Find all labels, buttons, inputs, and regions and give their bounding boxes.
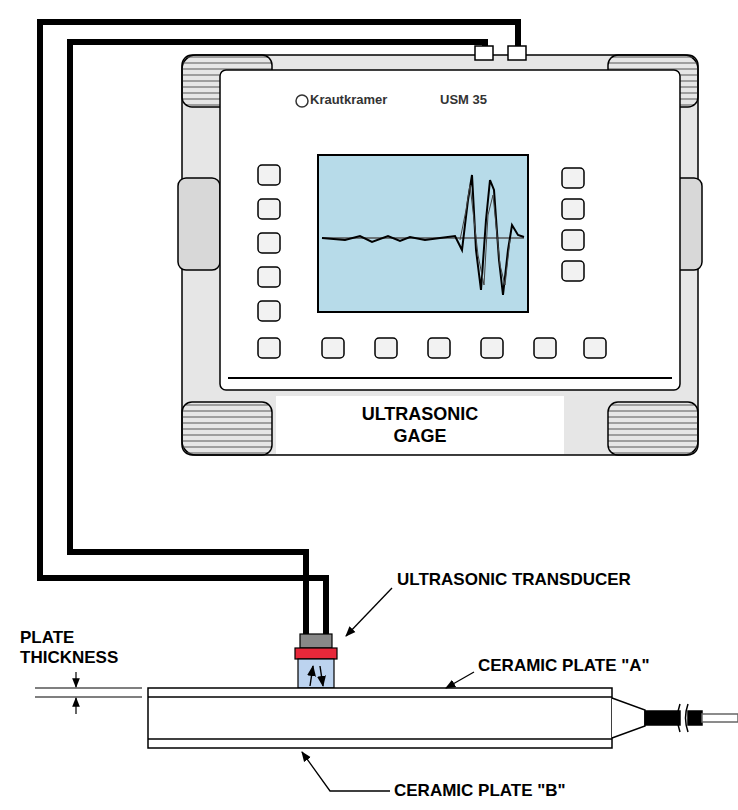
- logo-mark: [296, 95, 308, 107]
- model-name: USM 35: [440, 93, 487, 108]
- key: [322, 338, 344, 358]
- part-label: ULTRASONIC TRANSDUCER: [397, 570, 631, 590]
- key: [584, 338, 606, 358]
- key: [562, 230, 584, 250]
- keypad: [258, 165, 606, 358]
- key: [258, 199, 280, 219]
- part-label: CERAMIC PLATE "B": [394, 781, 566, 801]
- key: [258, 233, 280, 253]
- key: [375, 338, 397, 358]
- key: [534, 338, 556, 358]
- leader-line: [302, 588, 474, 791]
- key: [562, 199, 584, 219]
- waveform: [322, 175, 524, 295]
- key: [562, 168, 584, 188]
- gage-label-panel: ULTRASONIC GAGE: [276, 396, 564, 454]
- key: [562, 261, 584, 281]
- key: [258, 301, 280, 321]
- dimension-label: PLATE THICKNESS: [20, 628, 145, 667]
- thickness-dimension: [35, 672, 142, 714]
- ceramic-plates: [148, 688, 738, 748]
- brand-logo: Krautkramer: [310, 93, 387, 108]
- key: [258, 165, 280, 185]
- key: [481, 338, 503, 358]
- device-name: ULTRASONIC GAGE: [345, 403, 495, 448]
- gage-housing: [178, 46, 702, 455]
- part-label: CERAMIC PLATE "A": [478, 656, 650, 676]
- key: [258, 267, 280, 287]
- key: [428, 338, 450, 358]
- ultrasonic-transducer: [295, 634, 337, 688]
- key: [258, 338, 280, 358]
